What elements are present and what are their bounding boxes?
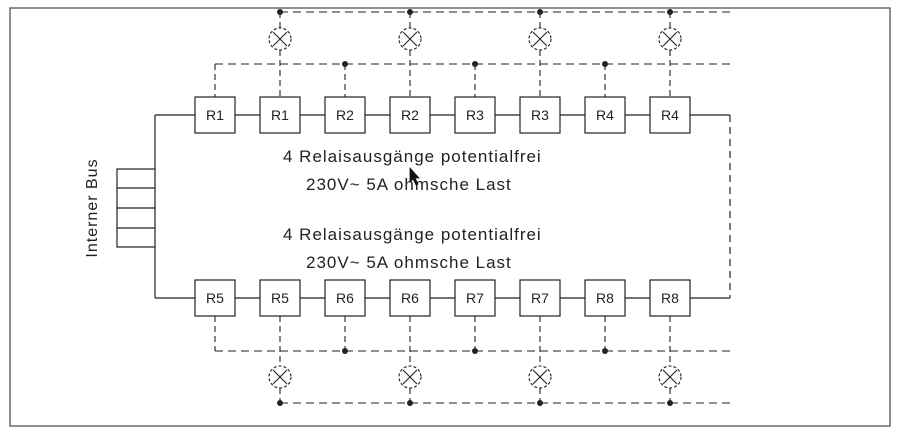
- junction-dot: [407, 9, 413, 15]
- relay-box: [194, 279, 236, 317]
- junction-dot: [277, 400, 283, 406]
- junction-dot: [277, 9, 283, 15]
- junction-dot: [667, 400, 673, 406]
- relay-box: [454, 279, 496, 317]
- relay-box: [649, 96, 691, 134]
- junction-dot: [602, 348, 608, 354]
- relay-box: [519, 96, 561, 134]
- junction-dot: [602, 61, 608, 67]
- top-dashed-lines: [215, 11, 730, 65]
- relay-box: [584, 279, 626, 317]
- relay-box: [649, 279, 691, 317]
- junction-dot: [342, 61, 348, 67]
- relay-box: [454, 96, 496, 134]
- junction-dot: [472, 61, 478, 67]
- relay-label: R3: [466, 107, 484, 123]
- relay-label: R7: [531, 290, 549, 306]
- lower-label-line2: 230V~ 5A ohmsche Last: [306, 253, 512, 272]
- junction-dot: [537, 400, 543, 406]
- junction-dot: [537, 9, 543, 15]
- relay-label: R6: [336, 290, 354, 306]
- lamp-cross: [402, 369, 418, 385]
- relay-box: [519, 279, 561, 317]
- relay-label: R5: [271, 290, 289, 306]
- relay-label: R2: [336, 107, 354, 123]
- bottom-dashed-lines: [215, 350, 730, 404]
- lamp-cross: [662, 31, 678, 47]
- relay-box: [584, 96, 626, 134]
- relay-box: [259, 96, 301, 134]
- relay-label: R2: [401, 107, 419, 123]
- relay-label: R8: [661, 290, 679, 306]
- relay-box: [389, 279, 431, 317]
- relay-box: [194, 96, 236, 134]
- relay-label: R1: [206, 107, 224, 123]
- relay-label: R7: [466, 290, 484, 306]
- relay-label: R5: [206, 290, 224, 306]
- junction-dot: [407, 400, 413, 406]
- upper-label-line1: 4 Relaisausgänge potentialfrei: [283, 147, 542, 166]
- relay-label: R6: [401, 290, 419, 306]
- lamp-cross: [662, 369, 678, 385]
- relay-box: [259, 279, 301, 317]
- relay-label: R4: [661, 107, 679, 123]
- relay-label: R3: [531, 107, 549, 123]
- bus-connector: [116, 115, 156, 298]
- upper-label-line2: 230V~ 5A ohmsche Last: [306, 175, 512, 194]
- relay-box: [324, 96, 366, 134]
- lamp-cross: [272, 369, 288, 385]
- mouse-cursor-icon: [409, 166, 420, 186]
- relay-box: [324, 279, 366, 317]
- relay-label: R4: [596, 107, 614, 123]
- bus-label: Interner Bus: [84, 158, 101, 257]
- lamp-cross: [272, 31, 288, 47]
- diagram-frame: [9, 7, 891, 427]
- lamp-cross: [532, 31, 548, 47]
- junction-dot: [472, 348, 478, 354]
- relay-label: R8: [596, 290, 614, 306]
- relay-box: [389, 96, 431, 134]
- junction-dot: [667, 9, 673, 15]
- lower-label-line1: 4 Relaisausgänge potentialfrei: [283, 225, 542, 244]
- lamp-cross: [402, 31, 418, 47]
- lamp-cross: [532, 369, 548, 385]
- junction-dot: [342, 348, 348, 354]
- relay-label: R1: [271, 107, 289, 123]
